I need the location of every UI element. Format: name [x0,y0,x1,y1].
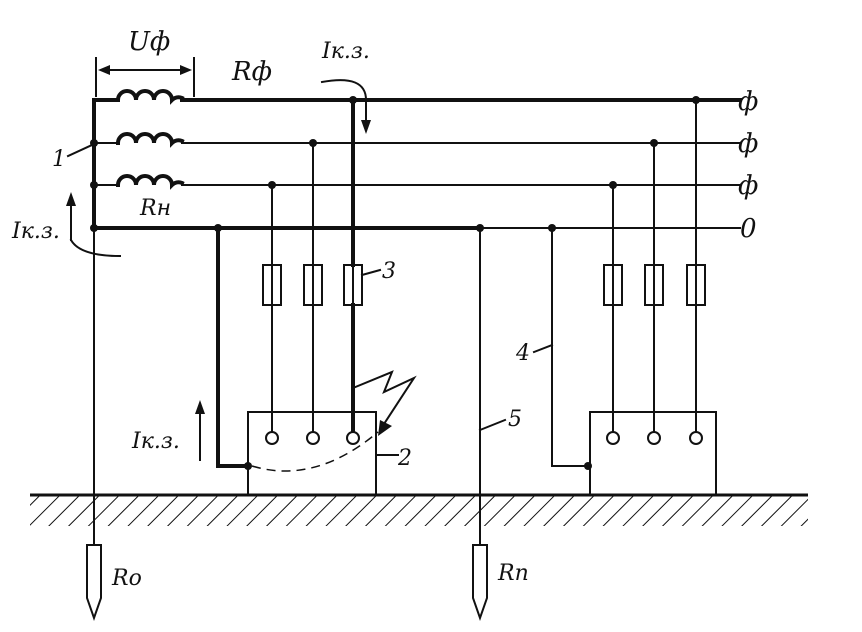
neutral-earth-conductor [86,227,102,622]
load-feeders-left [214,96,363,470]
equipment-enclosure-left [247,370,417,496]
u-phase-dimension [95,57,195,97]
earth-electrode-rp [472,544,488,622]
ground [30,493,808,526]
i-short-left-arrow [66,192,122,258]
repeat-earth-conductor [472,224,488,622]
label-i-short-left: Iк.з. [11,219,60,244]
callout-5: 5 [508,407,522,432]
earth-electrode-r0 [86,544,102,622]
bus-label-phase-1: ф [738,87,758,117]
label-r-neutral: Rн [139,196,171,221]
label-i-short-top: Iк.з. [321,39,370,64]
callout-leaders [66,143,554,456]
bus-lines [92,98,742,230]
callout-4: 4 [515,341,530,366]
winding-coil-1 [115,89,185,105]
fault-current-path [251,431,379,472]
winding-coil-2 [115,132,185,148]
label-r-zero: Rо [111,566,142,591]
winding-coil-3 [115,174,185,190]
label-u-phase: Uф [128,27,170,57]
bus-label-phase-3: ф [738,171,758,201]
callout-3: 3 [382,259,396,284]
callout-2: 2 [397,446,412,471]
bus-label-neutral: 0 [740,214,757,244]
callout-1: 1 [52,147,66,172]
label-r-phase: Rф [231,57,272,87]
equipment-enclosure-right [589,411,717,496]
label-i-short-bottom: Iк.з. [131,429,180,454]
label-r-p: Rп [497,561,529,586]
bus-label-phase-2: ф [738,129,758,159]
i-short-bottom-arrow [195,400,205,461]
i-short-top-arrow [320,79,371,134]
fault-lightning-icon [351,370,417,426]
load-feeders-right [548,96,706,470]
